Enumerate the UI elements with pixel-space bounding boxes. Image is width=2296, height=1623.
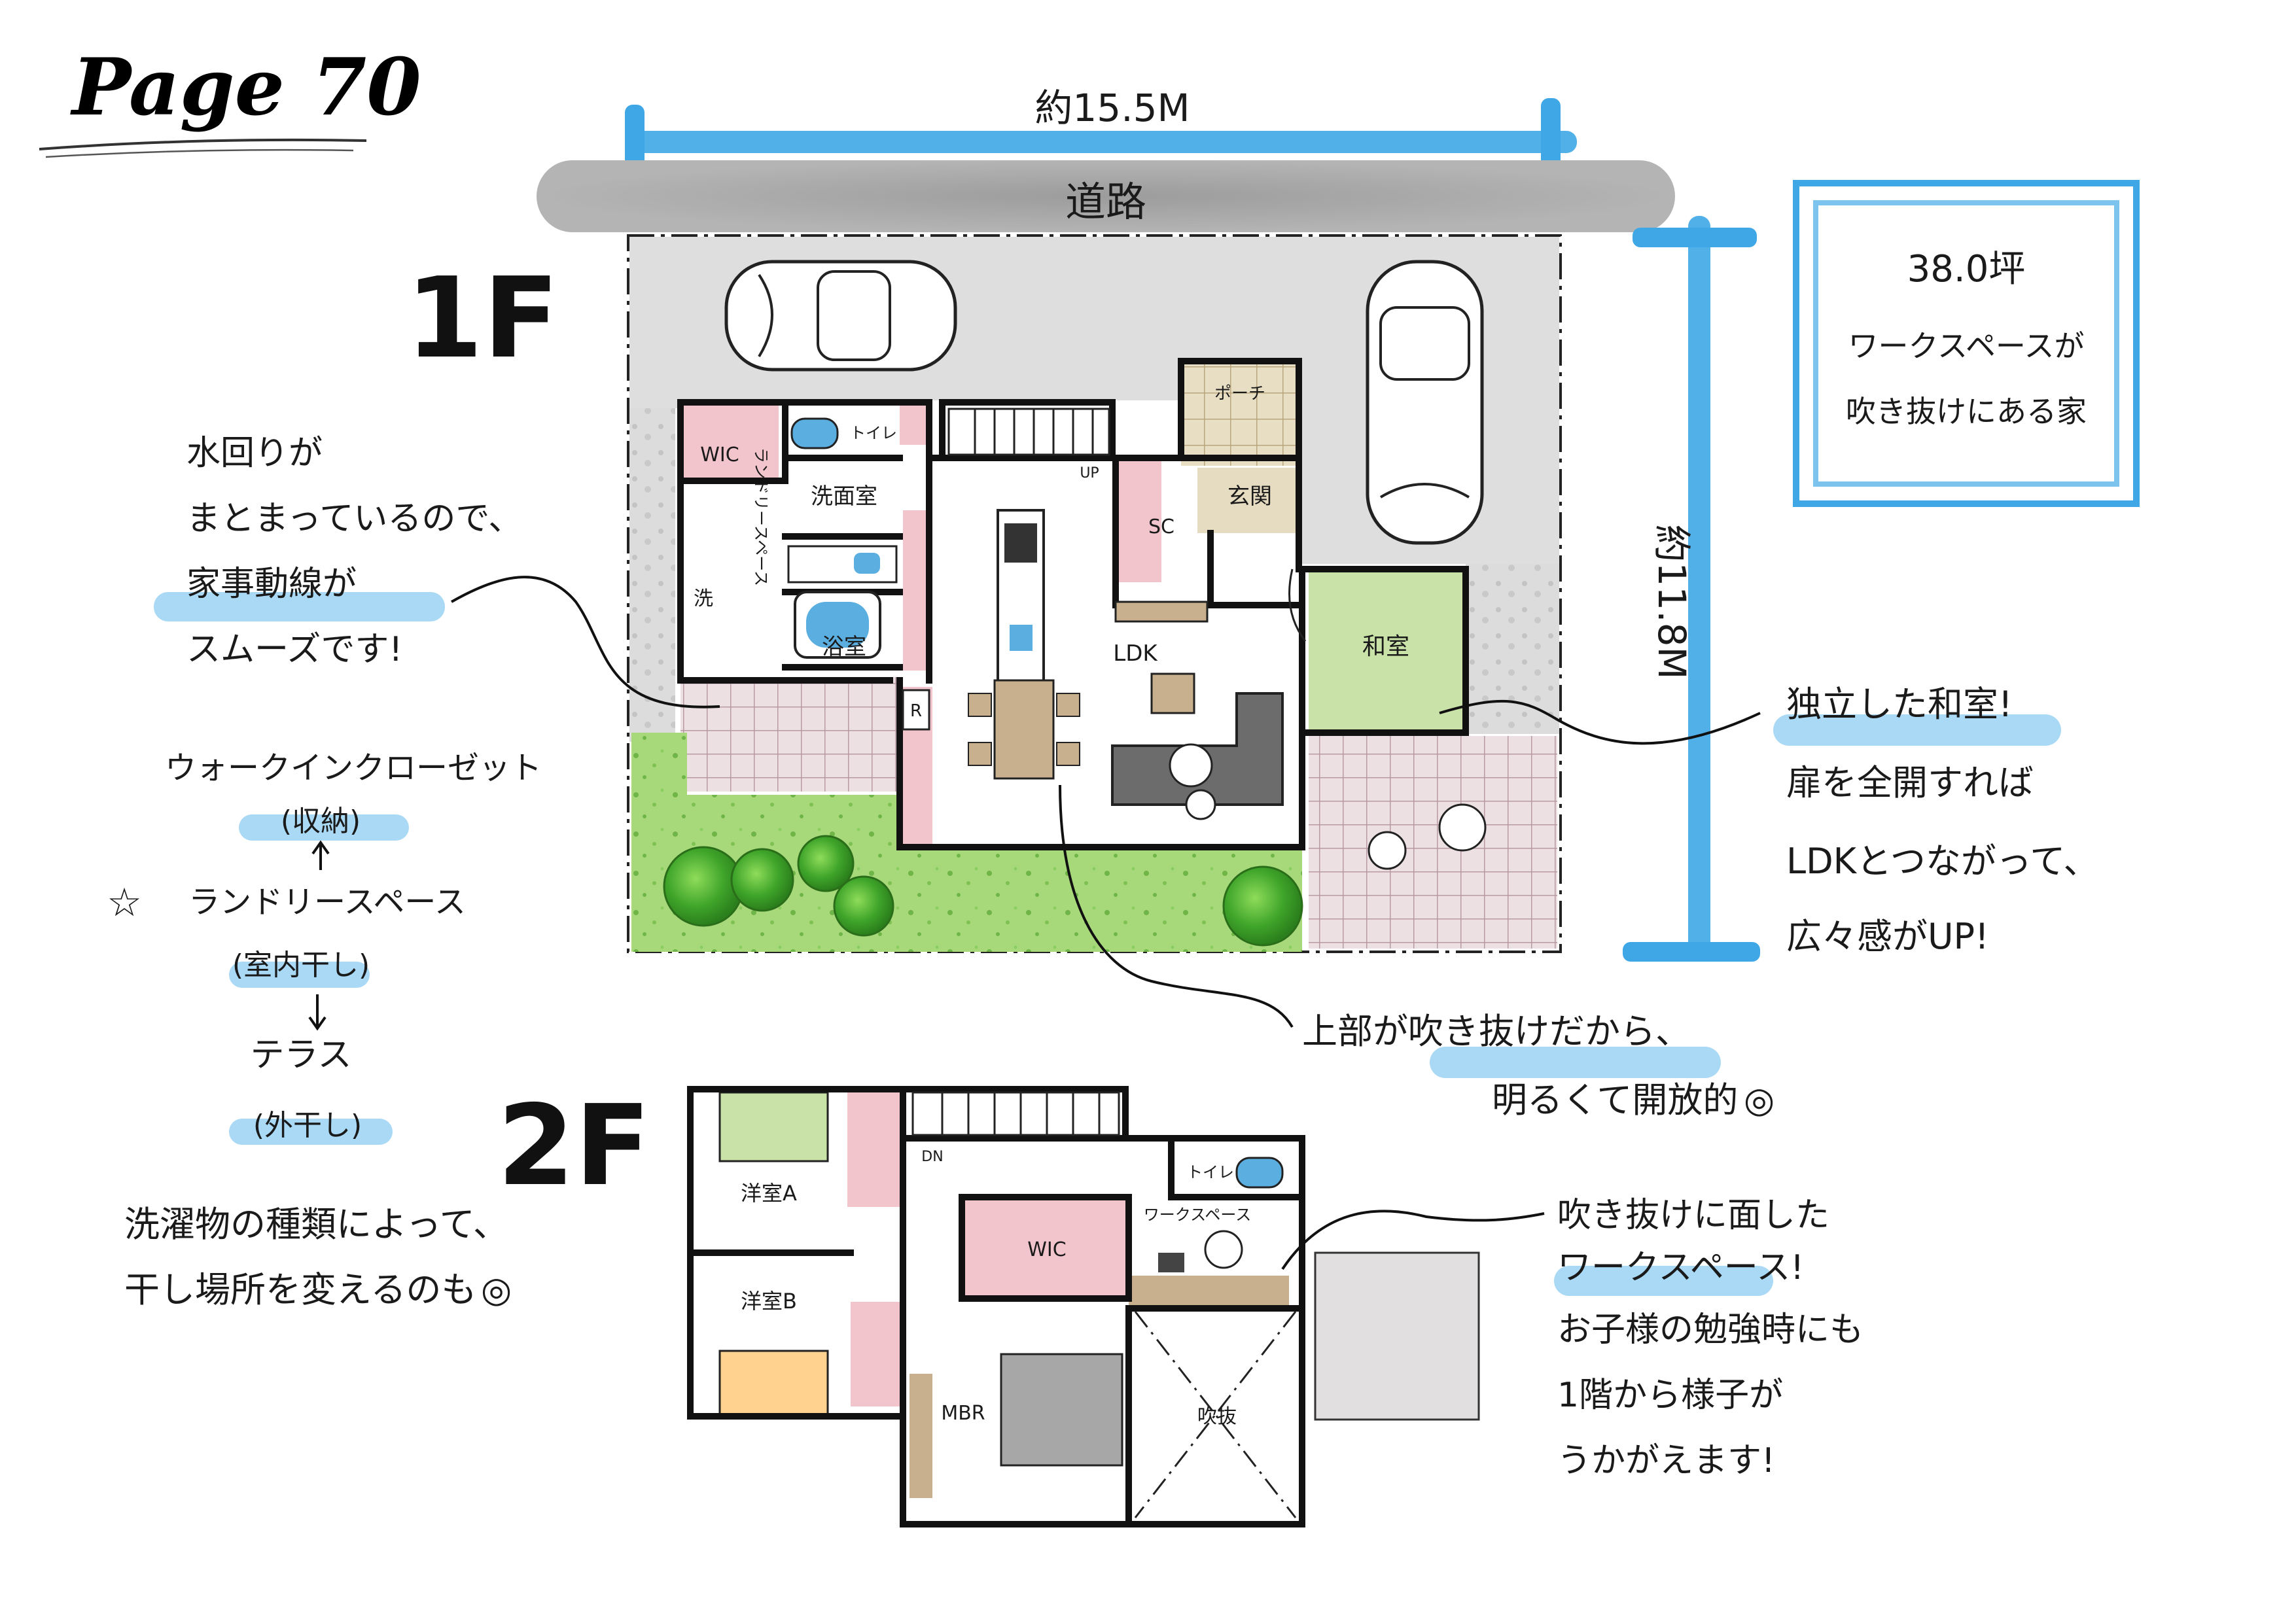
- note-workspace-l1: 吹き抜けに面した: [1557, 1196, 1829, 1235]
- note-water-l1: 水回りが: [186, 434, 323, 473]
- label-bathroom: 浴室: [822, 634, 866, 660]
- note-water: 水回りが まとまっているので、 家事動線が スムーズです!: [154, 434, 720, 708]
- note-drying-l1: 洗濯物の種類によって、: [124, 1204, 508, 1245]
- floor-label-1f: 1F: [406, 254, 559, 383]
- note-drying: 洗濯物の種類によって、 干し場所を変えるのも ◎: [124, 1204, 512, 1310]
- label-dn: DN: [921, 1149, 943, 1165]
- note-fukinuke-l1: 上部が吹き抜けだから、: [1302, 1011, 1691, 1052]
- info-line2: 吹き抜けにある家: [1846, 394, 2087, 429]
- note-fukinuke-mark: ◎: [1744, 1079, 1775, 1121]
- note-terrace: テラス: [251, 1036, 352, 1075]
- note-workspace: 吹き抜けに面した ワークスペース! お子様の勉強時にも 1階から様子が うかがえ…: [1281, 1196, 1863, 1480]
- trees: [663, 835, 1303, 947]
- road: 道路: [537, 160, 1675, 232]
- note-drying-l2: 干し場所を変えるのも: [124, 1269, 476, 1310]
- label-up: UP: [1080, 465, 1099, 481]
- width-label: 約15.5M: [1034, 86, 1190, 130]
- car-right: [1366, 260, 1484, 545]
- label-toilet-1f: トイレ: [850, 424, 897, 442]
- note-washitsu-l4: 広々感がUP!: [1786, 916, 1989, 957]
- stairs-1f: [947, 408, 1110, 456]
- road-label: 道路: [1065, 178, 1146, 226]
- note-workspace-l2: ワークスペース!: [1557, 1248, 1804, 1287]
- label-entrance: 玄関: [1227, 483, 1272, 510]
- note-washitsu: 独立した和室! 扉を全開すれば LDKとつながって、 広々感がUP!: [1439, 684, 2099, 957]
- label-workspace: ワークスペース: [1144, 1206, 1251, 1224]
- note-laundry-sub: (室内干し): [232, 949, 370, 982]
- info-box: 38.0坪 ワークスペースが 吹き抜けにある家: [1793, 180, 2140, 507]
- label-wash: 洗: [694, 587, 713, 610]
- note-washitsu-l2: 扉を全開すれば: [1786, 762, 2034, 803]
- floor-label-2f: 2F: [497, 1081, 650, 1211]
- info-line1: ワークスペースが: [1848, 328, 2084, 364]
- label-sc: SC: [1148, 515, 1174, 538]
- first-floor-plan: WIC トイレ ランドリースペース 洗面室 浴室 洗 ポーチ 玄関 SC LDK…: [627, 234, 1562, 953]
- note-water-l3: 家事動線が: [186, 565, 357, 604]
- label-washroom: 洗面室: [811, 483, 877, 510]
- label-western-a: 洋室A: [741, 1181, 797, 1206]
- note-star: ☆: [107, 880, 142, 926]
- title-underline: [39, 138, 367, 150]
- note-water-l2: まとまっているので、: [186, 499, 522, 538]
- label-mbr: MBR: [941, 1402, 985, 1425]
- note-fukinuke: 上部が吹き抜けだから、 明るくて開放的 ◎: [1059, 784, 1775, 1121]
- label-wic-1f: WIC: [700, 444, 739, 466]
- note-walkin: ウォークインクローゼット: [165, 750, 542, 786]
- label-washitsu: 和室: [1362, 633, 1409, 660]
- note-workspace-l3: お子様の勉強時にも: [1557, 1310, 1863, 1350]
- note-flow: ウォークインクローゼット (収納) ☆ ランドリースペース (室内干し) テラス…: [107, 750, 542, 1145]
- label-fukinuke: 吹抜: [1197, 1405, 1237, 1428]
- label-laundry-space: ランドリースペース: [752, 447, 770, 586]
- note-drying-mark: ◎: [481, 1269, 512, 1310]
- info-tsubo: 38.0坪: [1907, 248, 2026, 290]
- note-laundry: ランドリースペース: [188, 884, 466, 920]
- note-workspace-l5: うかがえます!: [1557, 1441, 1775, 1480]
- depth-dimension: 約11.8M: [1623, 216, 1760, 962]
- note-walkin-sub: (収納): [281, 805, 361, 838]
- label-ldk: LDK: [1113, 640, 1158, 667]
- note-water-l4: スムーズです!: [186, 630, 402, 669]
- note-washitsu-l1: 独立した和室!: [1786, 684, 2013, 725]
- note-workspace-l4: 1階から様子が: [1557, 1376, 1783, 1415]
- note-washitsu-l3: LDKとつながって、: [1786, 841, 2099, 882]
- note-terrace-sub: (外干し): [253, 1109, 362, 1142]
- label-wic-2f: WIC: [1027, 1238, 1066, 1261]
- label-toilet-2f: トイレ: [1187, 1163, 1234, 1181]
- label-porch: ポーチ: [1214, 384, 1265, 404]
- note-fukinuke-l2: 明るくて開放的: [1492, 1079, 1738, 1121]
- label-fridge: R: [910, 701, 922, 721]
- label-western-b: 洋室B: [741, 1289, 797, 1314]
- page-title: Page 70: [70, 41, 421, 133]
- car-left: [724, 260, 957, 372]
- depth-label: 約11.8M: [1650, 524, 1694, 679]
- second-floor-plan: 洋室A 洋室B WIC トイレ ワークスペース MBR 吹抜 DN: [687, 1086, 1480, 1527]
